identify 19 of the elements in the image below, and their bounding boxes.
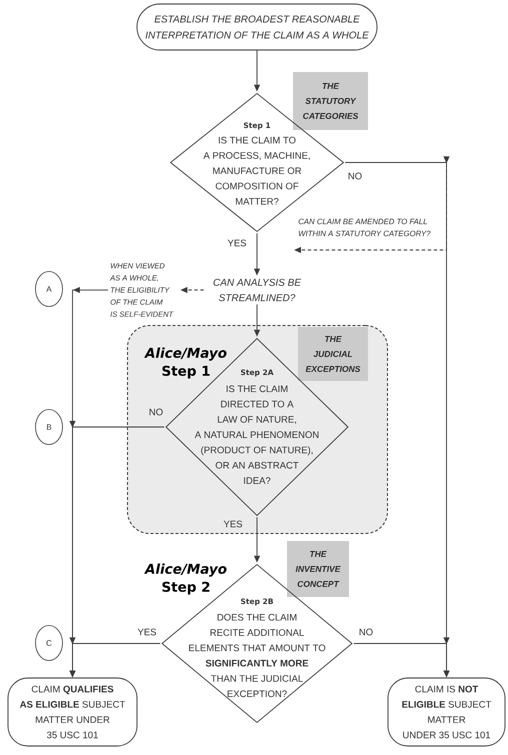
- section-heading: Alice/Mayo Step 1: [144, 347, 227, 379]
- result-box: CLAIM QUALIFIES AS ELIGIBLE SUBJECT MATTER UNDER 35 USC 101: [8, 678, 138, 746]
- start-box: ESTABLISH THE BROADEST REASONABLE INTERPRETATION OF THE CLAIM AS A WHOLE: [136, 4, 378, 50]
- result-box: CLAIM IS NOT ELIGIBLE SUBJECT MATTER UNDER 35 USC 101: [388, 678, 506, 746]
- edge-label: YES: [224, 520, 242, 528]
- edge-label: YES: [138, 628, 156, 636]
- edge-label: NO: [348, 172, 362, 180]
- question-text: DOES THE CLAIM RECITE ADDITIONAL ELEMENTS THAT AMOUNT TO SIGNIFICANTLY MORE THAN THE JUDICIAL EXCEPTION?: [189, 614, 326, 698]
- edge-label: YES: [228, 240, 246, 246]
- question-text: IS THE CLAIM TO A PROCESS, MACHINE, MANUFACTURE OR COMPOSITION OF MATTER?: [203, 136, 310, 205]
- edge-label: NO: [360, 628, 373, 636]
- category-tag: THE STATUTORY CATEGORIES: [293, 72, 368, 130]
- category-tag: THE INVENTIVE CONCEPT: [287, 541, 349, 597]
- question-text: CAN ANALYSIS BE STREAMLINED?: [214, 278, 302, 302]
- section-heading: Alice/Mayo Step 2: [144, 563, 227, 595]
- dashed-region: [127, 325, 388, 534]
- edge-label: NO: [150, 408, 163, 416]
- question-text: IS THE CLAIM DIRECTED TO A LAW OF NATURE, A NATURAL PHENOMENON (PRODUCT OF NATURE), OR AN ABSTRACT IDEA?: [194, 385, 318, 484]
- category-tag: THE JUDICIAL EXCEPTIONS: [298, 327, 368, 381]
